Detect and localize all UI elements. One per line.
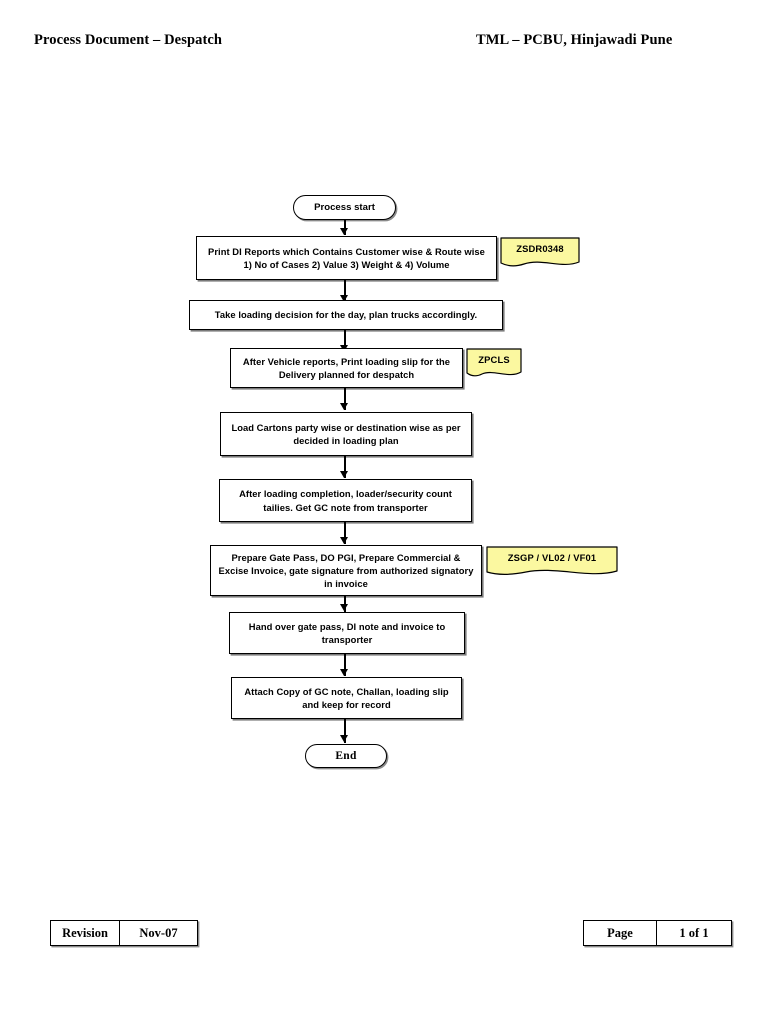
flow-node-label: Prepare Gate Pass, DO PGI, Prepare Comme… — [218, 551, 474, 590]
annotation-note-zsgp-vl02-vf01[interactable]: ZSGP / VL02 / VF01 — [486, 546, 618, 580]
connector-step5-to-step6 — [344, 522, 346, 544]
note-shape-icon — [466, 348, 522, 377]
flow-node-print-di-reports[interactable]: Print DI Reports which Contains Customer… — [196, 236, 497, 280]
organization-title: TML – PCBU, Hinjawadi Pune — [476, 32, 673, 48]
flow-node-label: Load Cartons party wise or destination w… — [231, 421, 461, 446]
flow-node-label: Attach Copy of GC note, Challan, loading… — [244, 685, 449, 710]
flow-node-prepare-gate-pass[interactable]: Prepare Gate Pass, DO PGI, Prepare Comme… — [210, 545, 482, 596]
footer-page-label: Page — [607, 925, 633, 940]
flow-node-hand-over-documents[interactable]: Hand over gate pass, DI note and invoice… — [229, 612, 465, 654]
footer-revision-value: Nov-07 — [119, 921, 197, 945]
arrow-head-icon — [340, 669, 348, 676]
flow-node-load-cartons[interactable]: Load Cartons party wise or destination w… — [220, 412, 472, 456]
connector-step3-to-step4 — [344, 388, 346, 410]
flow-node-label: After loading completion, loader/securit… — [239, 488, 452, 513]
annotation-note-zsdr0348[interactable]: ZSDR0348 — [500, 237, 580, 271]
note-shape-icon — [500, 237, 580, 267]
connector-step8-to-end — [344, 719, 346, 743]
connector-start-to-step1 — [344, 220, 346, 235]
flow-node-end[interactable]: End — [305, 744, 387, 768]
arrow-head-icon — [340, 735, 348, 742]
footer-revision-table: Revision Nov-07 — [50, 920, 198, 946]
flow-node-loading-decision[interactable]: Take loading decision for the day, plan … — [189, 300, 503, 330]
connector-step4-to-step5 — [344, 456, 346, 478]
flow-node-label: After Vehicle reports, Print loading sli… — [242, 355, 451, 380]
arrow-head-icon — [340, 604, 348, 611]
flow-node-label: Process start — [314, 202, 375, 213]
flow-node-attach-copy-records[interactable]: Attach Copy of GC note, Challan, loading… — [231, 677, 462, 719]
flow-node-count-tallies[interactable]: After loading completion, loader/securit… — [219, 479, 472, 522]
page-header: Process Document – Despatch TML – PCBU, … — [34, 32, 734, 56]
footer-page-table: Page 1 of 1 — [583, 920, 732, 946]
connector-step2-to-step3 — [344, 330, 346, 352]
flow-node-label: Hand over gate pass, DI note and invoice… — [248, 620, 446, 645]
document-title: Process Document – Despatch — [34, 32, 223, 48]
arrow-head-icon — [340, 403, 348, 410]
annotation-note-zpcls[interactable]: ZPCLS — [466, 348, 522, 381]
flow-node-label: End — [335, 750, 357, 762]
flow-node-print-loading-slip[interactable]: After Vehicle reports, Print loading sli… — [230, 348, 463, 388]
arrow-head-icon — [340, 228, 348, 235]
connector-step1-to-step2 — [344, 280, 346, 302]
arrow-head-icon — [340, 471, 348, 478]
arrow-head-icon — [340, 295, 348, 302]
flow-node-process-start[interactable]: Process start — [293, 195, 396, 220]
footer-page-value: 1 of 1 — [656, 921, 731, 945]
footer-revision-label: Revision — [62, 925, 108, 940]
flow-node-label: Print DI Reports which Contains Customer… — [208, 245, 485, 270]
flow-node-label: Take loading decision for the day, plan … — [214, 309, 478, 321]
connector-step7-to-step8 — [344, 654, 346, 676]
arrow-head-icon — [340, 537, 348, 544]
note-shape-icon — [486, 546, 618, 575]
